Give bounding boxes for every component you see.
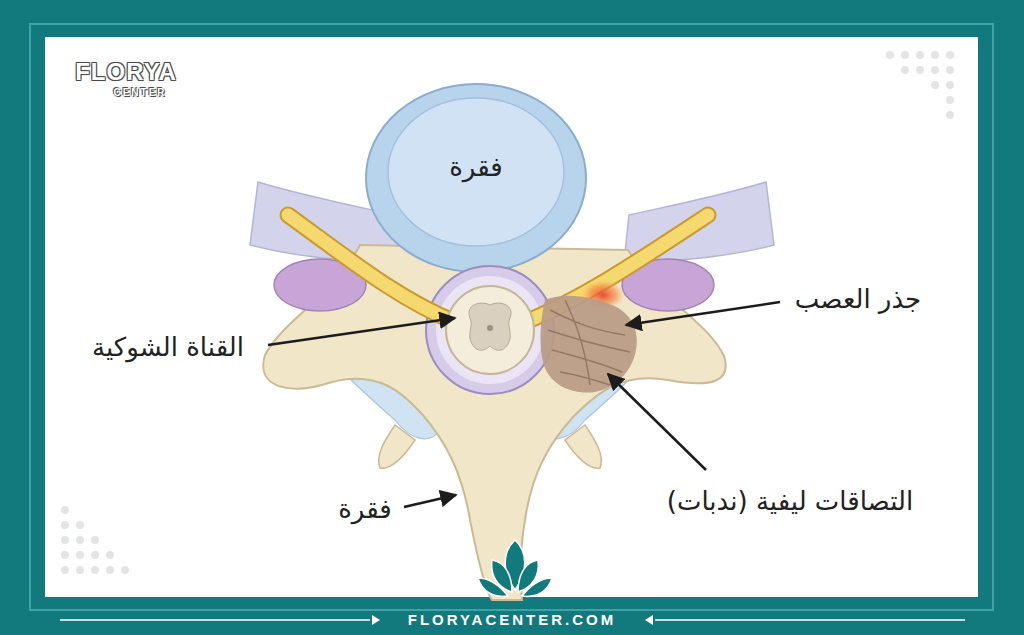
- part-label: القناة الشوكية: [88, 332, 248, 363]
- part-label: التصاقات ليفية (ندبات): [663, 486, 917, 517]
- part-label: فقرة: [445, 152, 507, 183]
- website-footer: FLORYACENTER.COM: [404, 611, 621, 629]
- part-label: جذر العصب: [791, 284, 925, 315]
- part-label: فقرة: [334, 494, 396, 525]
- logo-subtext: CENTER: [109, 87, 170, 99]
- logo-text: FLORYA: [71, 58, 181, 87]
